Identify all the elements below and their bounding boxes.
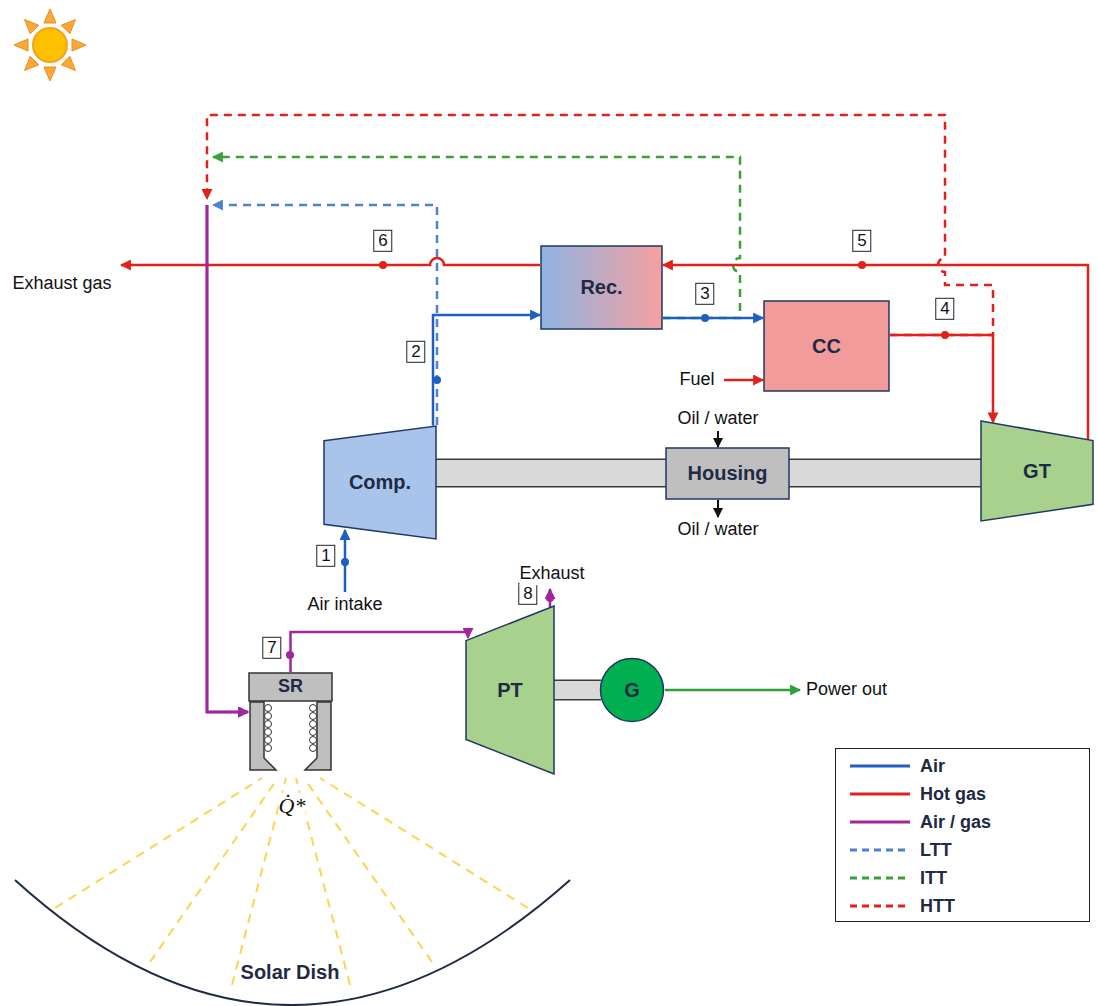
- fuel-arrow: [724, 379, 763, 382]
- state-dot: [941, 331, 949, 339]
- sun-ray: [72, 39, 86, 51]
- legend-text: Hot gas: [920, 784, 986, 805]
- housing-box: Housing: [665, 447, 790, 500]
- node-label: Housing: [688, 462, 768, 485]
- legend-row: Air / gas: [836, 808, 1089, 836]
- coolant-label: Oil / water: [677, 408, 758, 430]
- callout-number: 8: [518, 583, 537, 605]
- node-label: G: [624, 679, 640, 702]
- callout-number: 6: [373, 230, 392, 252]
- callout-number: 5: [852, 230, 871, 252]
- oil-out-arrow: [717, 500, 719, 517]
- legend-row: LTT: [836, 836, 1089, 864]
- flow-label: Air intake: [307, 594, 382, 616]
- callout-number: 4: [935, 298, 954, 320]
- node-label: CC: [812, 335, 841, 358]
- legend-row: Hot gas: [836, 780, 1089, 808]
- legend-text: LTT: [920, 840, 952, 861]
- legend-sample: [850, 816, 910, 828]
- callout-number: 2: [406, 341, 425, 363]
- solar-receiver: SR: [248, 672, 333, 772]
- state-dot: [433, 376, 441, 384]
- heat-symbol: Q̇*: [279, 793, 306, 819]
- state-dot: [546, 594, 554, 602]
- flow-connector: [663, 265, 1088, 439]
- flow-connector: [207, 115, 993, 712]
- legend-text: Air: [920, 756, 945, 777]
- flow-connector: [207, 205, 437, 712]
- sun-disc: [33, 28, 67, 62]
- sun-ray: [44, 9, 56, 23]
- node-label: PT: [497, 679, 523, 702]
- legend-sample: [850, 788, 910, 800]
- recuperator-box: Rec.: [540, 245, 663, 330]
- shaft-connector: [554, 690, 601, 691]
- legend-row: Air: [836, 752, 1089, 780]
- callout-number: 7: [262, 637, 281, 659]
- part-name: Solar Dish: [241, 960, 340, 984]
- shaft-connector: [789, 473, 981, 474]
- legend-sample: [850, 844, 910, 856]
- flow-connector: [291, 632, 469, 672]
- gas-turbine-shape: GT: [980, 420, 1094, 522]
- flow-connector: [890, 335, 993, 422]
- compressor-shape: Comp.: [323, 425, 437, 540]
- sun-ray: [25, 20, 39, 34]
- state-dot: [701, 314, 709, 322]
- oil-in-arrow: [717, 431, 719, 447]
- legend-text: HTT: [920, 896, 955, 917]
- node-label: SR: [278, 676, 303, 697]
- state-dot: [286, 651, 294, 659]
- node-label: Comp.: [349, 471, 411, 494]
- callout-number: 1: [316, 545, 335, 567]
- combustor-box: CC: [763, 300, 890, 392]
- node-label: GT: [1023, 460, 1051, 483]
- flow-connector: [207, 157, 740, 712]
- shaft-connector: [436, 473, 666, 474]
- sun-ray: [44, 67, 56, 81]
- sun-symbol: [14, 9, 86, 81]
- flow-connector: [663, 318, 763, 319]
- state-dot: [379, 261, 387, 269]
- callout-number: 3: [695, 283, 714, 305]
- legend-sample: [850, 872, 910, 884]
- generator-circle: G: [599, 657, 665, 723]
- legend-box: AirHot gasAir / gasLTT ITT HTT: [835, 748, 1090, 922]
- sun-ray: [61, 56, 75, 70]
- legend-text: Air / gas: [920, 812, 991, 833]
- legend-row: ITT: [836, 864, 1089, 892]
- sun-ray: [25, 56, 39, 70]
- flow-label: Exhaust gas: [12, 273, 112, 295]
- legend-sample: [850, 760, 910, 772]
- node-label: Rec.: [580, 276, 622, 299]
- legend-row: HTT: [836, 892, 1089, 920]
- state-dot: [341, 558, 349, 566]
- sun-ray: [61, 20, 75, 34]
- flow-label: Exhaust: [519, 563, 584, 585]
- sun-ray: [14, 39, 28, 51]
- legend-text: ITT: [920, 868, 947, 889]
- legend-sample: [850, 900, 910, 912]
- coolant-label: Oil / water: [677, 519, 758, 541]
- power-out-arrow: [665, 689, 800, 692]
- flow-label: Fuel: [679, 369, 714, 391]
- power-turbine-shape: PT: [465, 605, 555, 775]
- solar-rays: [55, 778, 528, 985]
- state-dot: [858, 261, 866, 269]
- solar-dish: [15, 880, 570, 1005]
- exhaust-gas-line: [121, 258, 540, 265]
- output-label: Power out: [806, 679, 887, 701]
- flow-connector: [433, 315, 540, 426]
